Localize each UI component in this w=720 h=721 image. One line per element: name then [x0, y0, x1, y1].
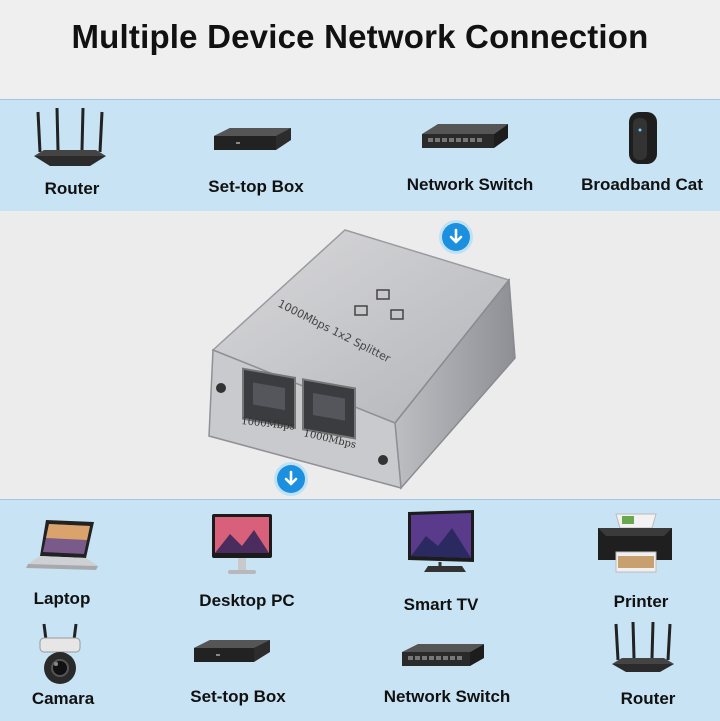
device-label-network-switch: Network Switch	[406, 175, 534, 194]
laptop-icon	[26, 520, 98, 570]
device-label-laptop: Laptop	[33, 589, 91, 608]
arrow-down-icon	[442, 223, 470, 251]
broadband-cat-icon	[629, 112, 657, 164]
device-label-set-top-box-2: Set-top Box	[190, 687, 286, 706]
device-label-network-switch-2: Network Switch	[383, 687, 511, 706]
arrow-down-icon	[277, 465, 305, 493]
set-top-box-icon	[214, 128, 291, 150]
set-top-box-icon	[194, 640, 270, 662]
smart-tv-icon	[408, 510, 474, 572]
ethernet-splitter-device: 1000Mbps 1x2 Splitter 1000Mbps 1000Mbps	[208, 229, 516, 490]
input-devices-band	[0, 99, 720, 212]
device-label-camara: Camara	[31, 689, 95, 708]
device-label-broadband-cat: Broadband Cat	[581, 175, 703, 194]
network-switch-icon	[422, 124, 508, 148]
device-label-router-2: Router	[620, 689, 676, 708]
network-switch-icon	[402, 644, 484, 666]
device-label-desktop-pc: Desktop PC	[199, 591, 295, 610]
router-icon	[612, 621, 674, 672]
device-label-router: Router	[44, 179, 100, 198]
router-icon	[34, 107, 106, 166]
camera-icon	[39, 623, 81, 684]
device-label-printer: Printer	[613, 592, 669, 611]
printer-icon	[598, 513, 672, 573]
page-title: Multiple Device Network Connection	[71, 18, 649, 55]
device-label-set-top-box: Set-top Box	[208, 177, 304, 196]
desktop-pc-icon	[212, 514, 272, 574]
device-label-smart-tv: Smart TV	[403, 595, 479, 614]
